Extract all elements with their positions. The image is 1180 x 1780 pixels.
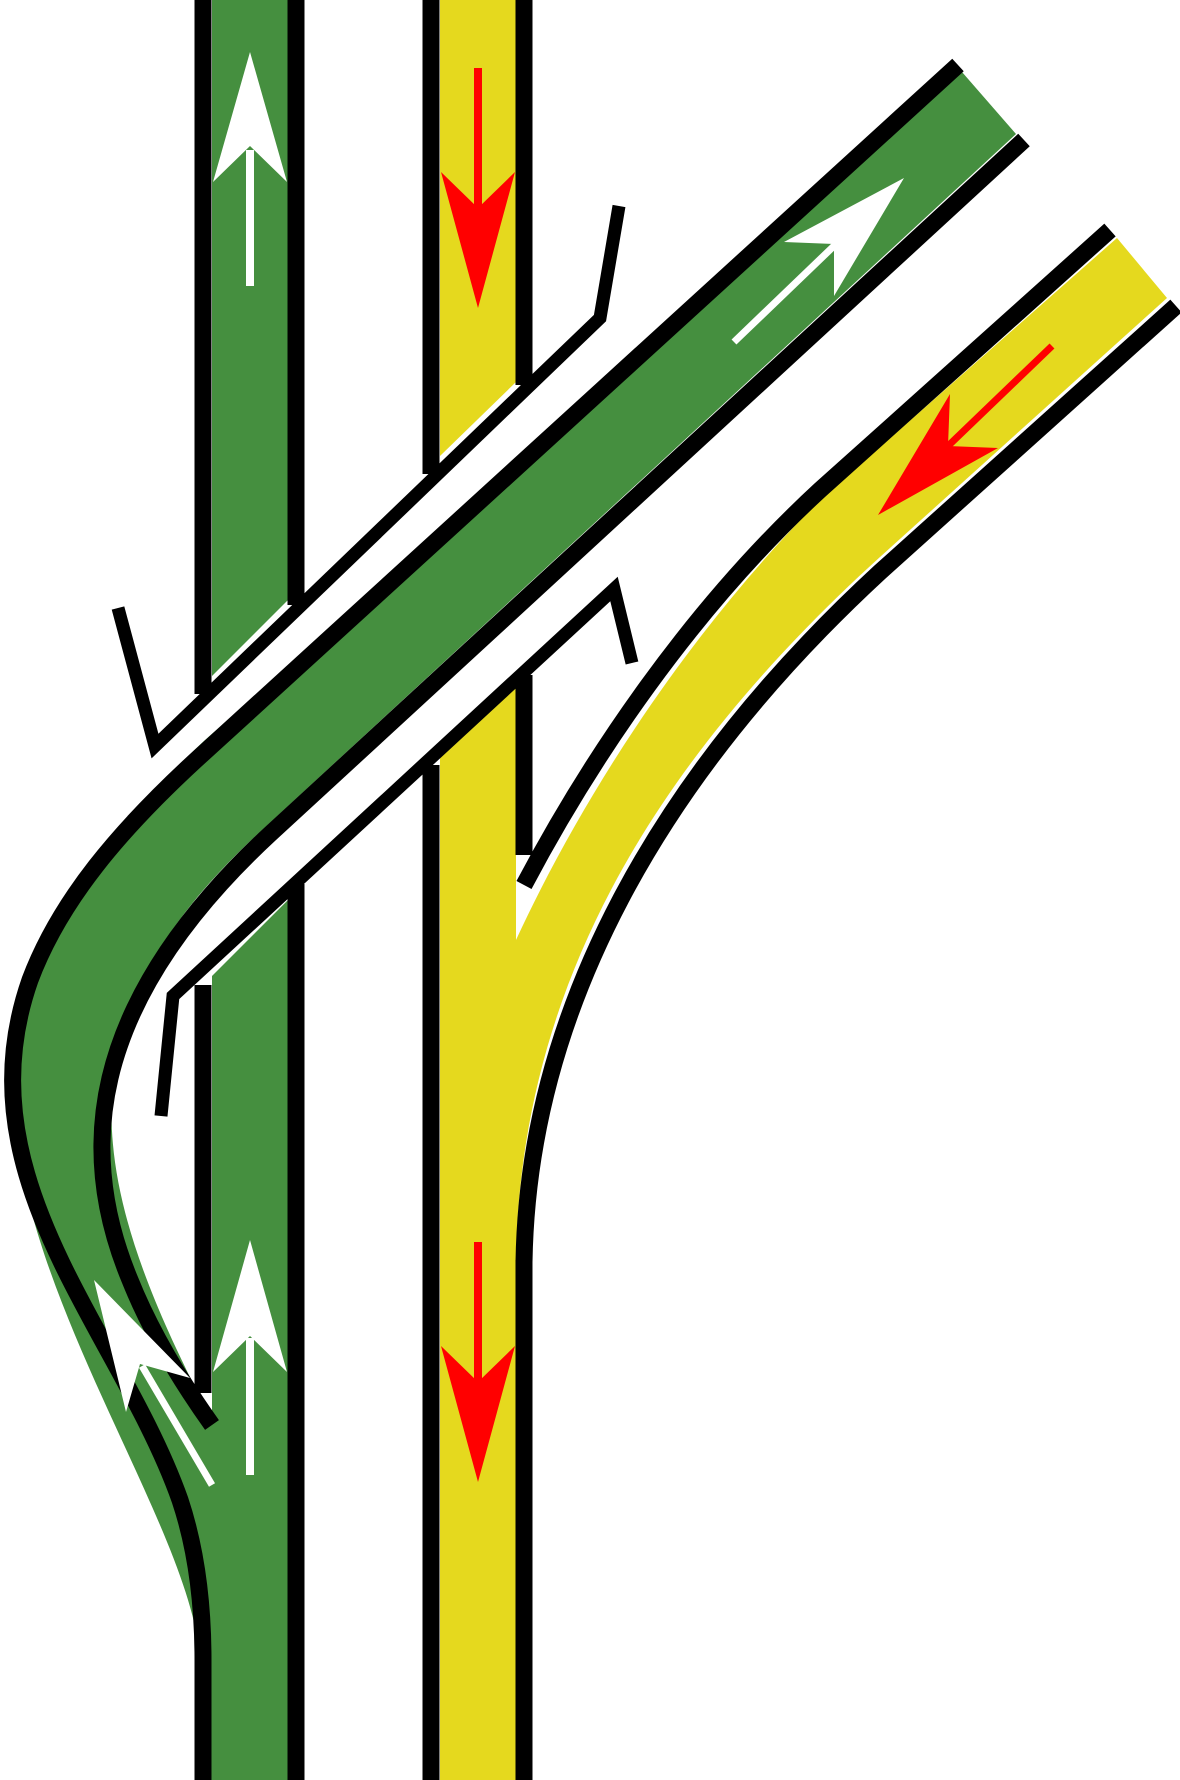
green-left-lane-top [212,0,288,676]
arrow-green-top-head [213,52,287,182]
arrow-yellow-bottom [441,1242,515,1482]
green-ramp-upper-edge [4,58,964,1780]
arrow-yellow-ramp [878,343,1055,515]
arrow-green-bottom-head [213,1240,287,1372]
arrow-green-merge-shaft [138,1364,216,1487]
arrow-green-bottom [213,1240,287,1475]
arrow-green-merge [94,1280,216,1487]
arrow-green-ramp-shaft [731,241,839,345]
arrow-yellow-bottom-head [441,1346,515,1482]
yellow-ramp-upper-edge [516,223,1116,889]
arrow-green-ramp [731,178,904,345]
lower-bridge-outline [154,576,639,1117]
yellow-right-lane-bottom [440,686,519,1780]
arrow-yellow-top [441,68,515,308]
arrow-green-merge-head [94,1280,190,1412]
upper-bridge-outline [111,204,626,759]
arrow-yellow-ramp-head [878,394,998,515]
arrow-yellow-ramp-shaft [945,343,1055,449]
road-outlines [4,0,1180,1780]
yellow-ramp-lower-edge [515,299,1180,1263]
arrow-green-ramp-head [784,178,904,296]
yellow-diagonal-ramp [516,238,1167,1260]
arrow-green-top [213,52,287,286]
arrow-yellow-top-head [441,172,515,308]
